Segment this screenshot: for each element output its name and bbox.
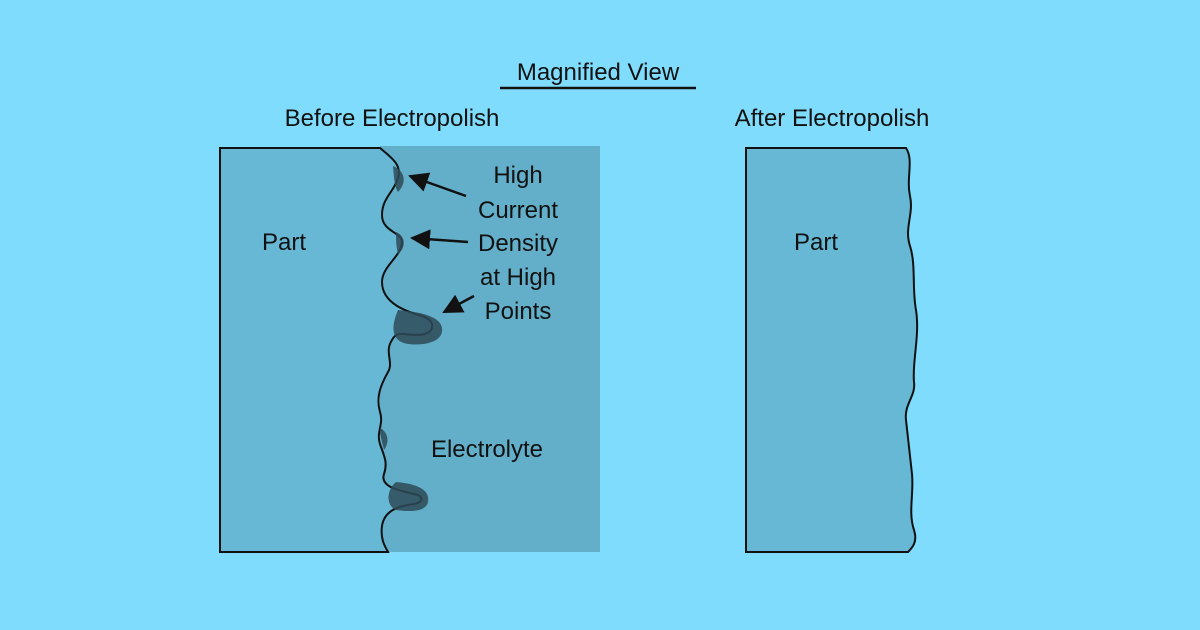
annotation-arrow bbox=[442, 294, 475, 314]
high-current-zone bbox=[396, 232, 404, 254]
high-current-zone bbox=[393, 166, 404, 192]
before-heading: Before Electropolish bbox=[285, 105, 500, 132]
high-current-zone bbox=[388, 482, 429, 512]
page-title: Magnified View bbox=[517, 59, 680, 86]
annotation-line: at High bbox=[480, 264, 556, 291]
part-label-after: Part bbox=[794, 229, 838, 256]
electrolyte-label: Electrolyte bbox=[431, 436, 543, 463]
annotation-arrow bbox=[408, 172, 467, 198]
annotation-line: High bbox=[493, 162, 542, 189]
part-label-before: Part bbox=[262, 229, 306, 256]
part-after-shape bbox=[745, 147, 919, 553]
high-current-zone bbox=[380, 428, 388, 450]
annotation-line: Points bbox=[485, 298, 552, 325]
annotation-line: Density bbox=[478, 230, 558, 257]
high-current-zone bbox=[393, 310, 443, 345]
after-heading: After Electropolish bbox=[735, 105, 930, 132]
electrolyte-region bbox=[380, 146, 600, 552]
annotation-arrow bbox=[410, 229, 469, 250]
annotation-line: Current bbox=[478, 197, 558, 224]
